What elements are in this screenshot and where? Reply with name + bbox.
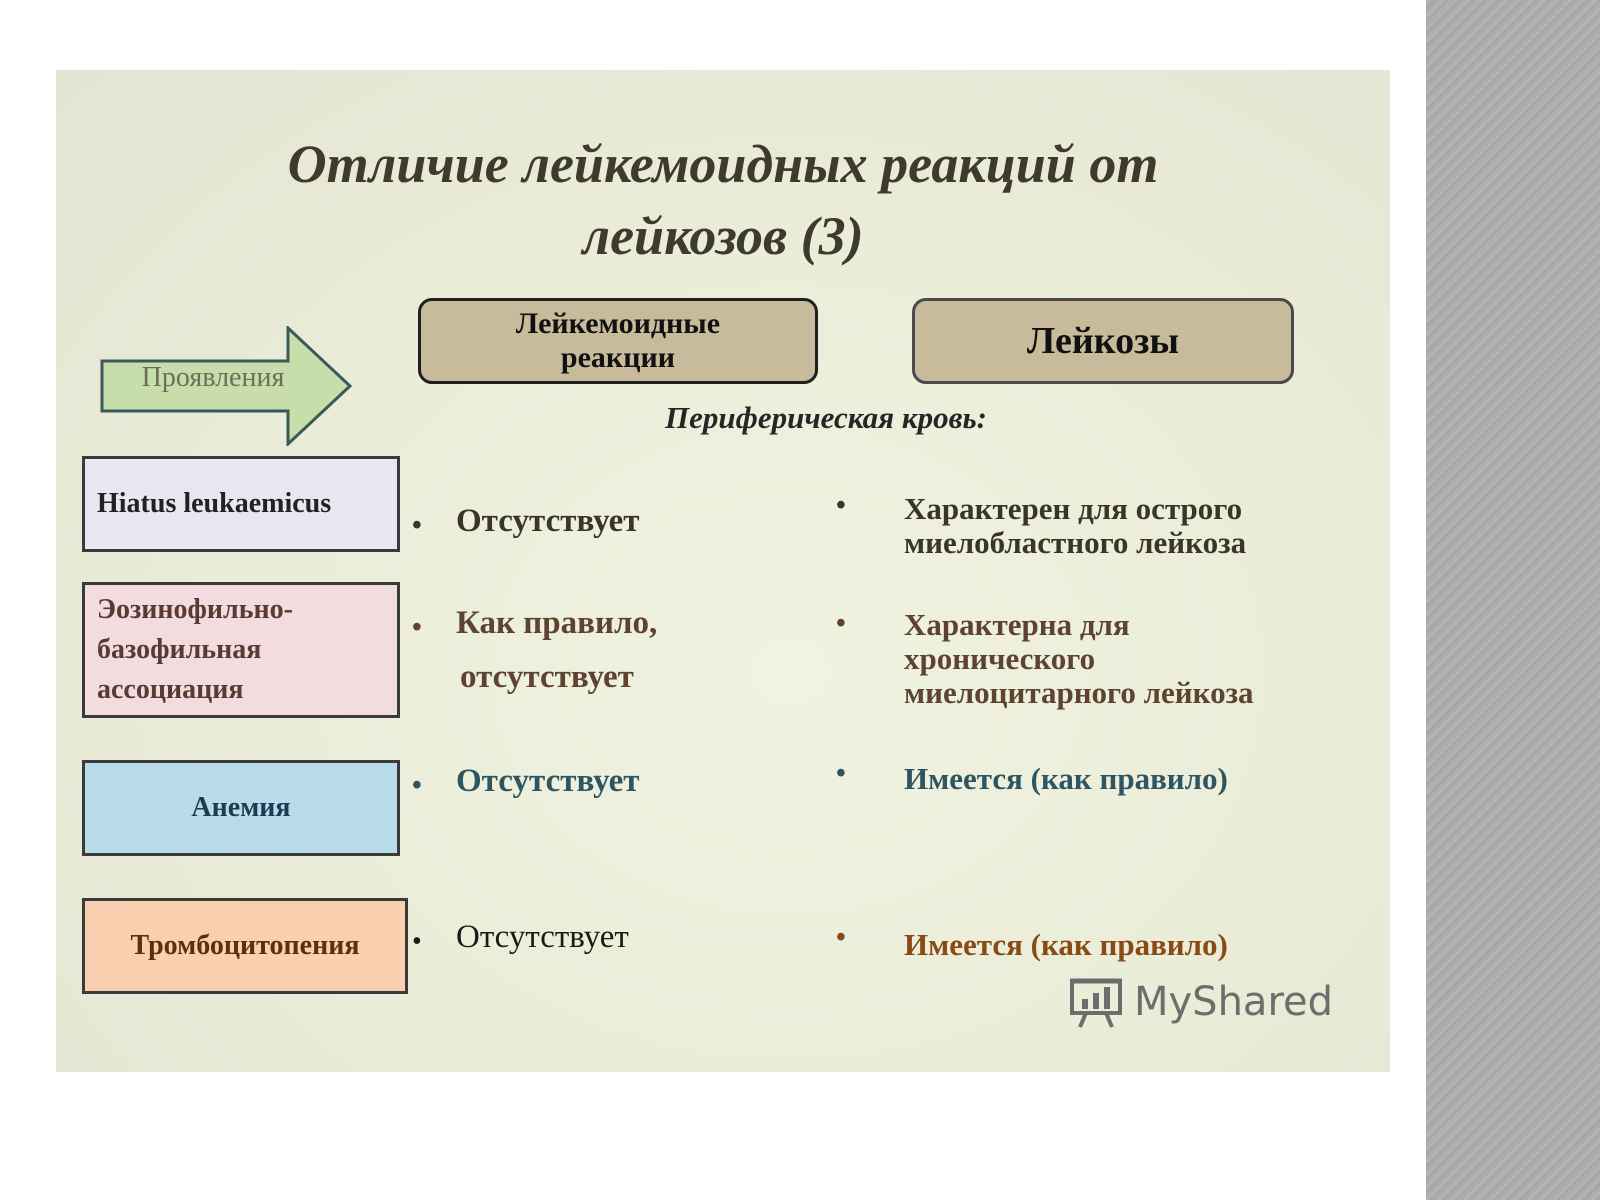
row4-leukosis-value: Имеется (как правило): [904, 927, 1228, 962]
title-line-1: Отличие лейкемоидных реакций от: [287, 134, 1159, 194]
row3-leukosis-value: Имеется (как правило): [904, 761, 1228, 796]
bullet: •: [412, 926, 422, 957]
column-header-leukemoid-line-1: Лейкемоидные: [515, 307, 721, 340]
row2-leukemoid-value: Как правило, отсутствует: [456, 596, 657, 704]
row2-leukosis-line-2: хронического: [904, 641, 1096, 676]
row1-leukemoid-value: Отсутствует: [456, 503, 640, 539]
row2-leukosis-line-3: миелоцитарного лейкоза: [904, 675, 1254, 710]
slide: Отличие лейкемоидных реакций от лейкозов…: [56, 70, 1390, 1072]
column-header-leukoses: Лейкозы: [912, 298, 1294, 384]
bullet: •: [836, 490, 846, 521]
row-label-thrombocytopenia: Тромбоцитопения: [82, 898, 408, 994]
watermark-text: MyShared: [1134, 979, 1334, 1025]
row2-label-line-2: базофильная: [97, 634, 262, 665]
row1-leukosis-line-2: миелобластного лейкоза: [904, 525, 1247, 560]
row1-leukosis-value: Характерен для острого миелобластного ле…: [904, 492, 1246, 560]
bullet: •: [836, 758, 846, 789]
myshared-watermark: MyShared: [1068, 974, 1338, 1030]
row2-label-line-1: Эозинофильно-: [97, 594, 293, 625]
row2-leukosis-line-1: Характерна для: [904, 607, 1130, 642]
row2-leukemoid-line-1: Как правило,: [456, 605, 658, 641]
row2-leukosis-value: Характерна для хронического миелоцитарно…: [904, 608, 1254, 710]
bullet: •: [412, 770, 422, 801]
side-decoration-bar: [1426, 0, 1600, 1200]
arrow-shape: [100, 326, 353, 446]
row2-leukemoid-line-2: отсутствует: [460, 659, 634, 695]
bullet: •: [412, 510, 422, 541]
title-line-2: лейкозов (3): [582, 206, 864, 266]
row-label-anemia: Анемия: [82, 760, 400, 856]
presentation-board-icon: [1070, 978, 1122, 1028]
row2-label-line-3: ассоциация: [97, 674, 244, 705]
bullet: •: [836, 922, 846, 953]
bullet: •: [836, 608, 846, 639]
row3-leukemoid-value: Отсутствует: [456, 763, 640, 799]
row-label-hiatus: Hiatus leukaemicus: [82, 456, 400, 552]
column-header-leukemoid: Лейкемоидные реакции: [418, 298, 818, 384]
slide-title: Отличие лейкемоидных реакций от лейкозов…: [56, 128, 1390, 272]
row1-leukosis-line-1: Характерен для острого: [904, 491, 1243, 526]
row4-leukemoid-value: Отсутствует: [456, 919, 629, 955]
peripheral-blood-subheader: Периферическая кровь:: [665, 400, 987, 435]
column-header-leukemoid-line-2: реакции: [560, 341, 676, 374]
row-label-eosinophilic-basophilic: Эозинофильно- базофильная ассоциация: [82, 582, 400, 718]
bullet: •: [412, 612, 422, 643]
arrow-label: Проявления: [141, 362, 285, 393]
